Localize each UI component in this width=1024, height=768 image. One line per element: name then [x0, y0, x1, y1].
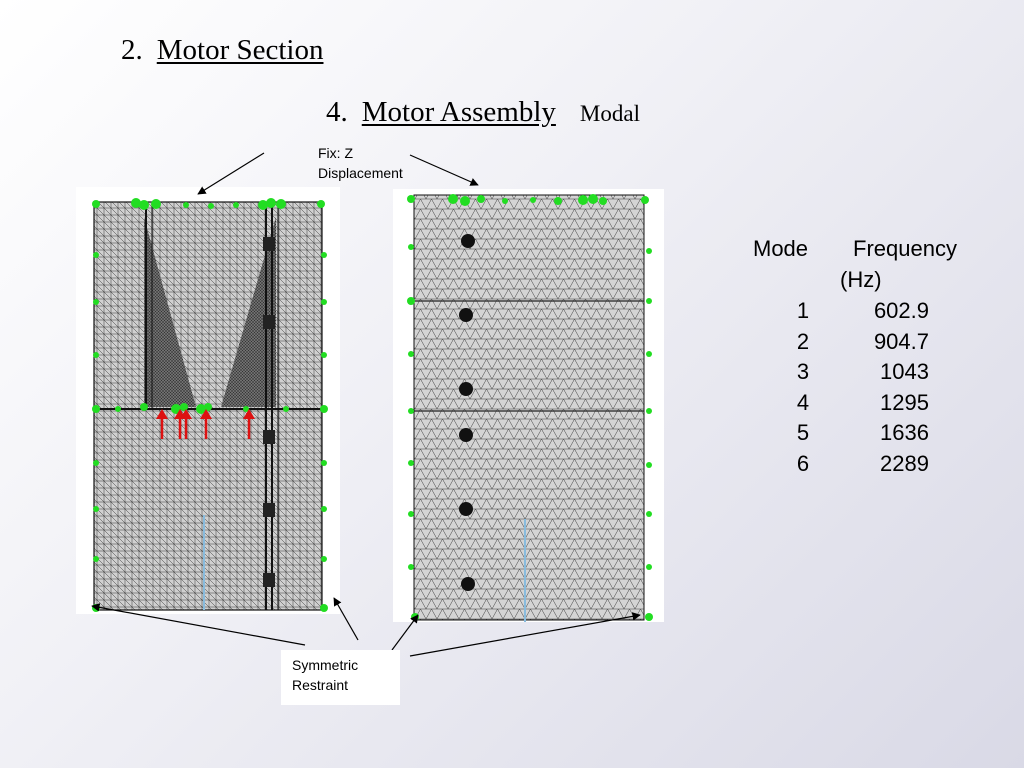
table-header: Mode Frequency	[742, 236, 992, 267]
symmetric-arrow-4	[409, 612, 641, 657]
symmetric-restraint-callout: Symmetric Restraint	[292, 655, 392, 695]
frequency-cell: 602.9	[873, 298, 929, 323]
fix-z-callout: Fix: Z Displacement	[318, 143, 438, 183]
callout-line: Symmetric	[292, 657, 359, 673]
fe-model-motor-assembly	[393, 189, 664, 622]
frequency-cell: 1295	[880, 389, 929, 415]
fe-model-motor-section	[76, 187, 340, 614]
subsection-number: 4.	[326, 96, 348, 128]
symmetric-arrow-2	[333, 597, 359, 641]
table-row: 5 1636	[742, 420, 992, 451]
frequency-cell: 1636	[880, 420, 929, 446]
section-heading: 2. Motor Section	[121, 34, 324, 67]
symmetric-callout-box	[281, 650, 400, 705]
table-row: 4 1295	[742, 390, 992, 421]
section-title: Motor Section	[156, 34, 324, 66]
mode-cell: 3	[796, 359, 810, 385]
mode-cell: 1	[796, 298, 810, 323]
frequency-header: Frequency	[853, 236, 957, 261]
section-number: 2.	[121, 34, 143, 66]
table-header-units: (Hz)	[742, 267, 992, 298]
callout-line: Restraint	[292, 677, 349, 693]
symmetric-arrow-3	[391, 614, 419, 651]
mode-cell: 6	[796, 450, 810, 476]
mode-cell: 5	[796, 420, 810, 446]
symmetric-arrow-1	[91, 603, 306, 646]
frequency-cell: 1043	[880, 359, 929, 385]
mesh-drawing	[92, 198, 328, 612]
subsection-title: Motor Assembly	[361, 96, 556, 128]
callout-line: Displacement	[318, 165, 403, 181]
subsection-subtitle: Modal	[579, 101, 640, 126]
mesh-drawing	[407, 194, 653, 622]
fix-arrow-left	[197, 152, 265, 195]
table-row: 6 2289	[742, 451, 992, 482]
mode-cell: 2	[796, 328, 810, 354]
frequency-cell: 904.7	[873, 328, 929, 354]
subsection-heading: 4. Motor Assembly Modal	[326, 96, 640, 129]
mode-header: Mode	[753, 236, 809, 261]
fix-arrow-right	[409, 154, 479, 186]
table-row: 2 904.7	[742, 329, 992, 360]
table-row: 1 602.9	[742, 298, 992, 329]
mode-cell: 4	[796, 389, 810, 415]
table-row: 3 1043	[742, 359, 992, 390]
callout-line: Fix: Z	[318, 145, 353, 161]
frequency-cell: 2289	[880, 450, 929, 476]
frequency-unit: (Hz)	[840, 267, 882, 292]
